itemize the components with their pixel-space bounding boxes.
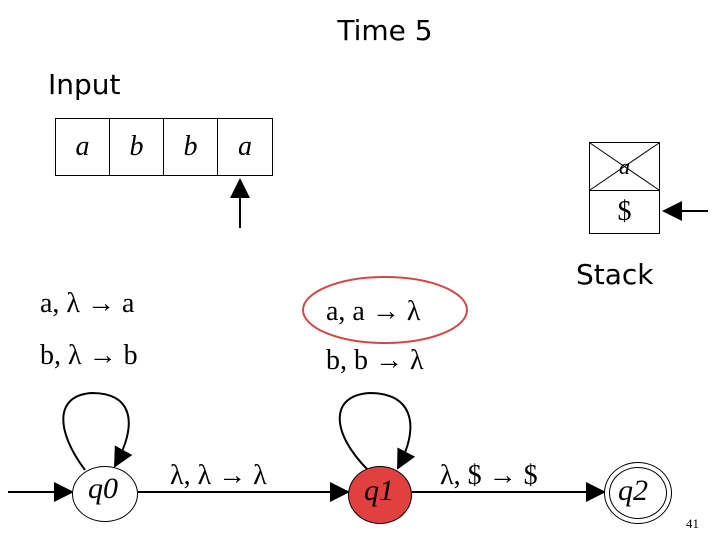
highlight-ring xyxy=(302,276,468,344)
state-q0-label: q0 xyxy=(88,472,118,505)
input-tape: a b b a xyxy=(55,118,273,176)
page-title: Time 5 xyxy=(337,14,433,47)
tape-cell: a xyxy=(238,131,252,162)
loop-q0 xyxy=(62,391,133,471)
tape-cell: b xyxy=(110,119,164,175)
stack-bottom-cell: $ xyxy=(617,196,632,227)
transition-q1-loop-2: b, b → λ xyxy=(326,345,424,376)
state-q2-label: q2 xyxy=(618,474,648,507)
state-q0 xyxy=(72,466,138,522)
page-number: 41 xyxy=(686,516,699,531)
state-q2-inner xyxy=(609,467,667,519)
loop-q1 xyxy=(338,391,416,471)
state-q1-label: q1 xyxy=(364,474,394,507)
transition-q1-loop-1: a, a → λ xyxy=(326,296,421,327)
transition-q1-q2: λ, $ → $ xyxy=(440,460,538,491)
input-label: Input xyxy=(48,68,121,101)
tape-cell: a xyxy=(56,119,110,175)
stack-label: Stack xyxy=(576,258,654,291)
transition-q0-q1: λ, λ → λ xyxy=(170,460,267,491)
transition-q0-loop-1: a, λ → a xyxy=(40,288,135,319)
state-q1-active xyxy=(348,466,412,524)
transition-q0-loop-2: b, λ → b xyxy=(40,340,138,371)
stack-popped-cell: a xyxy=(590,143,659,191)
stack: a $ xyxy=(589,142,660,234)
tape-cell: b xyxy=(164,119,218,175)
popped-cross-2 xyxy=(589,142,660,191)
